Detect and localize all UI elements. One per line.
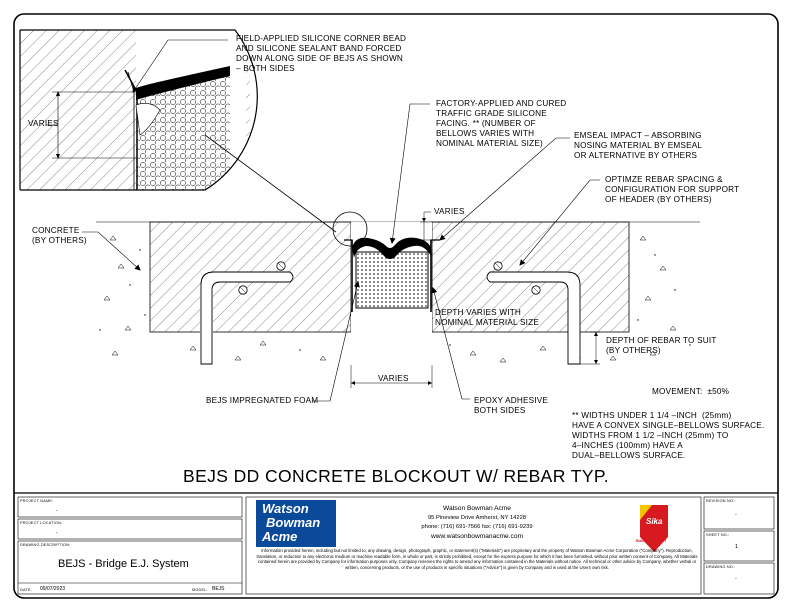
- silicone-facing: [136, 66, 230, 100]
- company-address: 95 Pineview Drive Amherst, NY 14228: [427, 515, 527, 521]
- sheet-border: [13, 13, 779, 599]
- project-location-value: -: [56, 530, 58, 536]
- detail-callout-circle: [332, 211, 368, 247]
- drawing-description-value: BEJS - Bridge E.J. System: [58, 558, 189, 570]
- drawing-no-value: -: [735, 576, 737, 582]
- right-rebar: [486, 271, 581, 365]
- project-location-label: PROJECT LOCATION:: [20, 521, 63, 525]
- sheet-label: SHEET NO.:: [706, 533, 730, 537]
- watson-bowman-acme-logo: Watson Bowman Acme: [256, 500, 336, 547]
- note-factory-applied: FACTORY-APPLIED AND CURED TRAFFIC GRADE …: [436, 99, 567, 148]
- company-phone: phone: (716) 691-7566 fax: (716) 691-923…: [421, 524, 533, 530]
- drawing-title: BEJS DD CONCRETE BLOCKOUT W/ REBAR TYP.: [183, 466, 609, 486]
- sika-tagline: BUILDING TRUST: [636, 539, 667, 543]
- note-varies-bottom: VARIES: [378, 374, 409, 383]
- model-label: MODEL:: [192, 588, 208, 592]
- note-depth-rebar: DEPTH OF REBAR TO SUIT (BY OTHERS): [606, 336, 717, 355]
- gravel-marks: [103, 235, 677, 363]
- company-website: www.watsonbowmanacme.com: [431, 533, 523, 540]
- note-emseal-impact: EMSEAL IMPACT – ABSORBING NOSING MATERIA…: [574, 131, 703, 160]
- enlarged-detail: [20, 30, 250, 190]
- revision-value: -: [735, 512, 737, 518]
- dual-bellows: [352, 237, 431, 259]
- sika-logo-mark: [640, 505, 668, 552]
- revision-label: REVISION NO.:: [706, 499, 736, 503]
- drawing-description-label: DRAWING DESCRIPTION:: [20, 543, 71, 547]
- drawing-no-label: DRAWING NO.:: [706, 565, 736, 569]
- note-bejs-foam: BEJS IMPREGNATED FOAM: [206, 396, 319, 405]
- date-label: DATE:: [20, 588, 32, 592]
- model-value: BEJS: [212, 586, 225, 592]
- note-widths: ** WIDTHS UNDER 1 1/4 –INCH (25mm) HAVE …: [572, 411, 765, 460]
- note-epoxy: EPOXY ADHESIVE BOTH SIDES: [474, 396, 549, 415]
- sika-logo-text: Sika: [646, 517, 663, 526]
- sheet-value: 1: [735, 544, 739, 550]
- legal-disclaimer: Information provided herein, including b…: [256, 548, 698, 570]
- detail-bubble-outline: [20, 29, 258, 191]
- note-field-applied: FIELD-APPLIED SILICONE CORNER BEAD AND S…: [236, 34, 407, 73]
- title-block: [17, 496, 775, 595]
- note-varies-detail: VARIES: [28, 119, 59, 128]
- note-movement: MOVEMENT: ±50%: [652, 387, 730, 396]
- note-optimize-rebar: OPTIMZE REBAR SPACING & CONFIGURATION FO…: [605, 175, 740, 204]
- logo-line-2: Bowman: [266, 515, 321, 530]
- company-name: Watson Bowman Acme: [443, 505, 511, 512]
- project-name-label: PROJECT NAME:: [20, 499, 54, 503]
- logo-line-1: Watson: [262, 501, 309, 516]
- date-value: 09/07/2023: [40, 586, 66, 592]
- project-name-value: -: [56, 508, 58, 514]
- note-concrete: CONCRETE (BY OTHERS): [32, 226, 87, 245]
- note-depth-varies: DEPTH VARIES WITH NOMINAL MATERIAL SIZE: [435, 308, 539, 327]
- note-varies-top: VARIES: [434, 207, 465, 216]
- bejs-foam: [355, 251, 429, 309]
- logo-line-3: Acme: [262, 529, 298, 544]
